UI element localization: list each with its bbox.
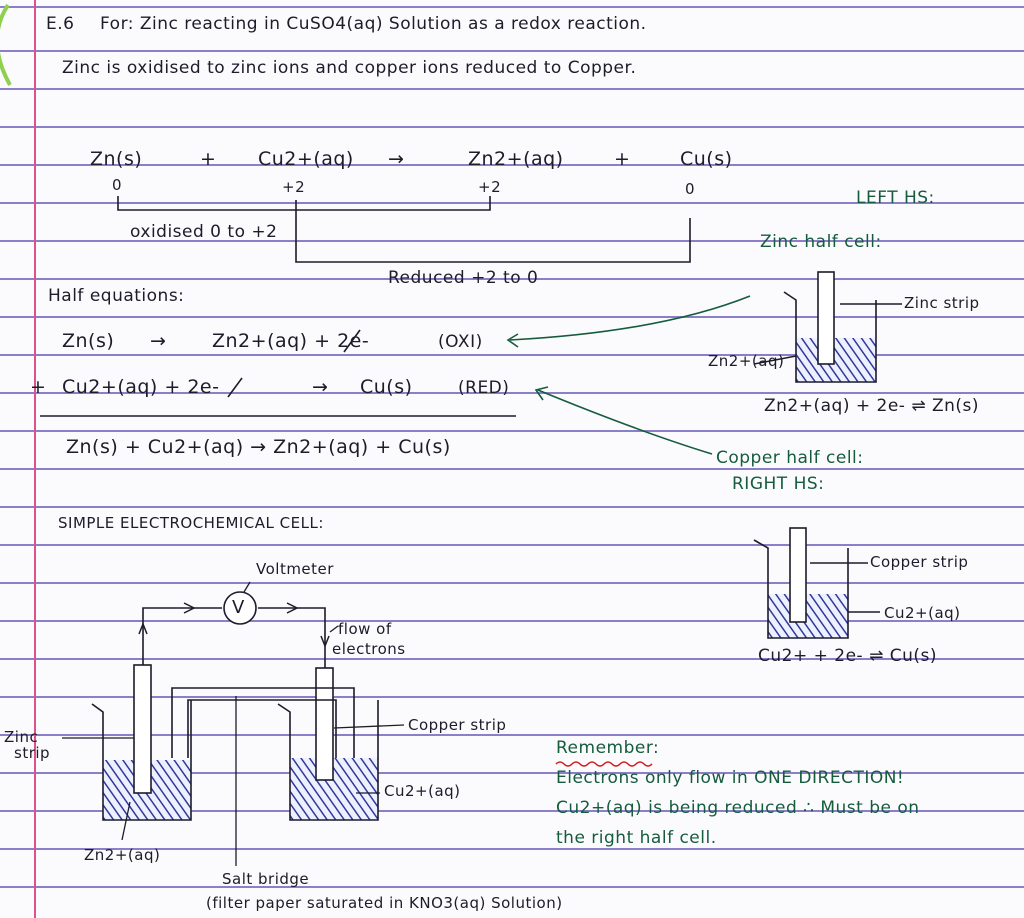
half-eq1-tag: (OXI) (438, 332, 483, 352)
half-eq2-left: Cu2+(aq) + 2e- (62, 376, 219, 398)
half-eq-sum: Zn(s) + Cu2+(aq) → Zn2+(aq) + Cu(s) (66, 436, 451, 458)
half-equations-heading: Half equations: (48, 286, 184, 306)
ox-state-cu2: +2 (282, 178, 305, 196)
oxidised-note: oxidised 0 to +2 (130, 222, 277, 242)
ox-state-zn: 0 (112, 176, 122, 194)
half-eq2-plus: + (30, 376, 46, 398)
zinc-strip-label: Zinc strip (904, 294, 980, 312)
eq-zn2: Zn2+(aq) (468, 148, 564, 170)
copper-ion-label: Cu2+(aq) (884, 604, 961, 622)
example-number: E.6 (46, 14, 74, 34)
page-title: For: Zinc reacting in CuSO4(aq) Solution… (100, 14, 647, 34)
half-eq2-arrow: → (312, 376, 328, 398)
ox-state-cu: 0 (685, 180, 695, 198)
zinc-half-cell-equation: Zn2+(aq) + 2e- ⇌ Zn(s) (764, 396, 979, 416)
salt-bridge-label: Salt bridge (222, 870, 309, 888)
half-eq1-right: Zn2+(aq) + 2e- (212, 330, 369, 352)
eq-arrow: → (388, 148, 404, 170)
remember-line-3: the right half cell. (556, 828, 717, 848)
cu-ion-cell-label: Cu2+(aq) (384, 782, 461, 800)
green-arrows (508, 296, 750, 454)
right-hs-title: RIGHT HS: (732, 474, 824, 494)
cell-heading: SIMPLE ELECTROCHEMICAL CELL: (58, 514, 324, 532)
zinc-ion-label: Zn2+(aq) (708, 352, 784, 370)
remember-line-1: Electrons only flow in ONE DIRECTION! (556, 768, 904, 788)
red-squiggle (556, 762, 652, 766)
copper-strip-label: Copper strip (870, 553, 968, 571)
half-eq1-left: Zn(s) (62, 330, 114, 352)
eq-plus-1: + (200, 148, 216, 170)
zn-ion-cell-label: Zn2+(aq) (84, 846, 160, 864)
left-hs-title: LEFT HS: (856, 188, 935, 208)
ox-state-zn2: +2 (478, 178, 501, 196)
remember-line-2: Cu2+(aq) is being reduced ∴ Must be on (556, 798, 920, 818)
eq-cu: Cu(s) (680, 148, 733, 170)
voltmeter-symbol: V (232, 597, 245, 618)
zinc-strip-cell-label-2: strip (14, 744, 50, 762)
copper-half-cell-diagram (754, 528, 880, 638)
eq-cu2: Cu2+(aq) (258, 148, 354, 170)
eq-zn: Zn(s) (90, 148, 142, 170)
eq-plus-2: + (614, 148, 630, 170)
flow-label: flow of (338, 620, 392, 638)
remember-title: Remember: (556, 738, 659, 758)
flow-label-2: electrons (332, 640, 406, 658)
half-eq2-tag: (RED) (458, 378, 509, 398)
half-eq1-arrow: → (150, 330, 166, 352)
salt-bridge-note: (filter paper saturated in KNO3(aq) Solu… (206, 894, 563, 912)
copper-half-cell-equation: Cu2+ + 2e- ⇌ Cu(s) (758, 646, 937, 666)
reduced-note: Reduced +2 to 0 (388, 268, 538, 288)
half-eq2-right: Cu(s) (360, 376, 413, 398)
copper-half-cell-title: Copper half cell: (716, 448, 864, 468)
copper-strip-cell-label: Copper strip (408, 716, 506, 734)
highlight-circle (0, 5, 10, 85)
page-subtitle: Zinc is oxidised to zinc ions and copper… (62, 58, 636, 78)
zinc-half-cell-title: Zinc half cell: (760, 232, 882, 252)
voltmeter-label: Voltmeter (256, 560, 334, 578)
